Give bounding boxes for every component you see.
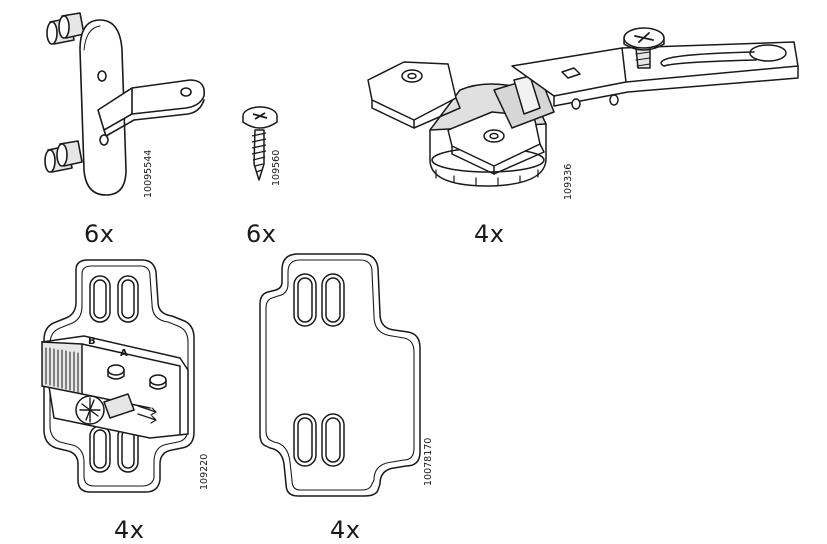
hinge-drawing xyxy=(364,20,804,200)
svg-text:A: A xyxy=(120,348,128,359)
part-code-spacer-plate: 10078170 xyxy=(423,437,434,486)
part-code-bracket: 10095544 xyxy=(143,149,154,198)
quantity-screw: 6x xyxy=(246,220,277,248)
screw-part xyxy=(234,104,284,190)
spacer-plate-drawing xyxy=(258,252,424,498)
quantity-spacer-plate: 4x xyxy=(330,516,361,544)
hinge-part xyxy=(364,20,804,200)
mounting-plate-drawing: B A xyxy=(34,258,224,494)
bracket-drawing xyxy=(40,10,210,200)
quantity-mounting-plate: 4x xyxy=(114,516,145,544)
quantity-hinge: 4x xyxy=(474,220,505,248)
part-code-mounting-plate: 109220 xyxy=(199,453,210,490)
spacer-plate-part xyxy=(258,252,424,498)
part-code-screw: 109560 xyxy=(271,149,282,186)
svg-text:B: B xyxy=(88,336,96,347)
mounting-plate-part: B A xyxy=(34,258,224,494)
part-code-hinge: 109336 xyxy=(563,163,574,200)
quantity-bracket: 6x xyxy=(84,220,115,248)
screw-drawing xyxy=(234,104,284,190)
bracket-part xyxy=(40,10,210,200)
